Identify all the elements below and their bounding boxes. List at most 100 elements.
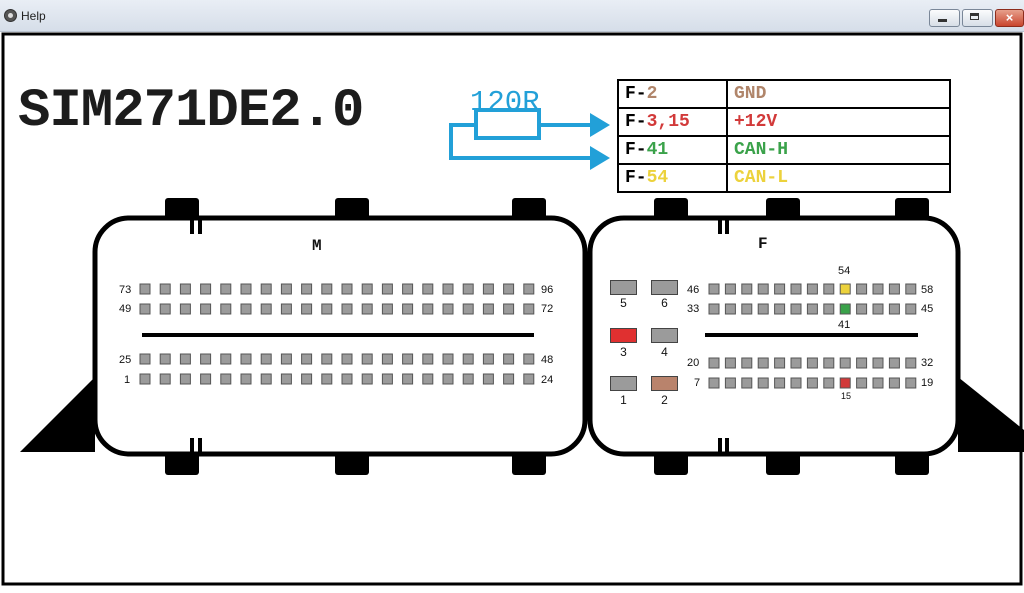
m-latch-bottom-2 [335,453,369,475]
f-pin [888,357,900,369]
arrow-to-pin54 [590,146,610,170]
m-row-label-96: 96 [541,284,554,296]
pinout-canvas: SIM271DE2.0 120R F-2 GND F-3,15 +12V F-4… [0,32,1024,593]
maximize-button[interactable] [962,9,993,27]
m-pin [179,283,191,295]
f-row-label-32: 32 [921,357,934,369]
pinout-row: F-54 CAN-L [617,163,951,193]
m-pin [260,373,272,385]
m-pin [139,303,151,315]
f-pin [905,377,917,389]
m-pin [301,283,313,295]
f-pin [823,377,835,389]
m-pin [462,353,474,365]
m-pin [523,283,535,295]
f-big-pin-5 [610,280,637,295]
m-pin [503,283,515,295]
f-pin [905,303,917,315]
pinout-row: F-41 CAN-H [617,135,951,165]
f-latch-top-2 [766,198,800,220]
f-latch-top-3 [895,198,929,220]
m-pin [402,303,414,315]
f-pin [823,357,835,369]
m-latch-bottom-1 [165,453,199,475]
m-pin [462,373,474,385]
m-pin [523,353,535,365]
f-pin [741,283,753,295]
m-pin [402,373,414,385]
m-pin [482,373,494,385]
f-pin [856,283,868,295]
m-pin [200,373,212,385]
pin-prefix: F- [625,140,647,160]
m-key-bottom-a [190,438,194,454]
m-pin [200,353,212,365]
signal-cell: CAN-L [726,163,951,193]
m-latch-top-1 [165,198,199,220]
f-key-bottom-a [718,438,722,454]
m-latch-top-2 [335,198,369,220]
f-pin [872,377,884,389]
m-pin [482,283,494,295]
m-pin [301,373,313,385]
f-callout-41: 41 [838,319,851,331]
m-pin [402,283,414,295]
connector-f-letter: F [758,235,768,253]
m-pin [220,283,232,295]
f-key-top-a [718,218,722,234]
pin-number: 54 [646,168,669,188]
f-pin-54 [839,283,851,295]
wire-to-pin54 [449,125,593,160]
m-row-label-48: 48 [541,354,554,366]
m-pin [321,373,333,385]
f-pin [806,377,818,389]
m-pin [280,373,292,385]
f-row-label-7: 7 [694,377,701,389]
app-icon [4,9,17,22]
f-pin [774,283,786,295]
f-pin [888,303,900,315]
pin-cell: F-54 [617,163,728,193]
minimize-icon [930,10,959,26]
f-pin [872,283,884,295]
m-pin [260,353,272,365]
f-big-pin-2 [651,376,678,391]
signal-cell: CAN-H [726,135,951,165]
f-pin [856,357,868,369]
signal-cell: GND [726,79,951,109]
minimize-button[interactable] [929,9,960,27]
m-pin [422,353,434,365]
pin-layer [139,283,917,389]
m-pin [523,373,535,385]
m-pin [280,353,292,365]
f-pin [741,357,753,369]
m-pin [200,283,212,295]
f-pin [806,303,818,315]
close-button[interactable]: × [995,9,1024,27]
f-pin [724,303,736,315]
m-pin [240,353,252,365]
m-pin [422,283,434,295]
m-pin [381,373,393,385]
f-latch-bottom-3 [895,453,929,475]
pin-cell: F-41 [617,135,728,165]
m-pin [179,303,191,315]
f-pin [724,283,736,295]
f-pin [806,283,818,295]
m-key-bottom-b [198,438,202,454]
f-pin [823,303,835,315]
f-big-pin-1 [610,376,637,391]
close-icon: × [1005,10,1014,25]
f-pin [757,303,769,315]
m-pin [159,283,171,295]
f-big-pin-3 [610,328,637,343]
f-pin [856,303,868,315]
m-key-top-a [190,218,194,234]
pin-cell: F-2 [617,79,728,109]
f-pin [790,303,802,315]
f-big-pin-num: 3 [620,345,627,359]
m-pin [260,303,272,315]
m-row-label-1: 1 [124,374,131,386]
m-pin [442,373,454,385]
m-pin [381,283,393,295]
